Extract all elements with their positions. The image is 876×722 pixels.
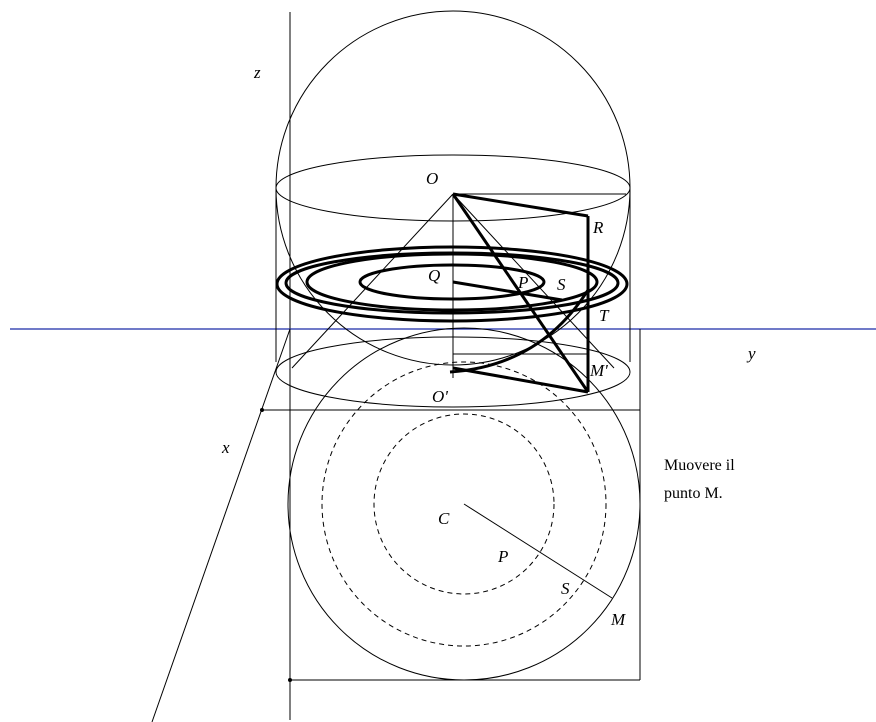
instruction-line-2: punto M.	[664, 485, 723, 502]
segment-Q-S	[452, 280, 563, 302]
label-M: M	[610, 610, 626, 629]
label-y: y	[746, 344, 756, 363]
ring-inner	[358, 263, 546, 301]
point-M-handle[interactable]	[607, 593, 617, 603]
plan-dashed-inner-circle	[373, 413, 555, 595]
label-O: O	[426, 169, 438, 188]
label-O-prime: O'	[432, 387, 448, 406]
plan-radius-C-M	[463, 503, 613, 599]
label-S: S	[557, 275, 566, 294]
label-R: R	[592, 218, 604, 237]
instruction-line-1: Muovere il	[664, 457, 735, 474]
plan-outer-circle	[287, 327, 641, 681]
label-P-plan: P	[497, 547, 508, 566]
segment-O-R	[452, 192, 589, 218]
label-Q: Q	[428, 266, 440, 285]
ring-outer	[275, 245, 629, 323]
label-z: z	[253, 63, 261, 82]
label-P: P	[517, 273, 528, 292]
cone-left-generator	[291, 193, 454, 369]
plan-point-top-left	[260, 408, 264, 412]
label-x: x	[221, 438, 230, 457]
label-T: T	[599, 306, 610, 325]
ring-outer-inner	[284, 251, 620, 315]
label-C: C	[438, 509, 450, 528]
label-S-plan: S	[561, 579, 570, 598]
ring-middle	[305, 252, 599, 312]
curve-Mprime	[449, 289, 590, 374]
label-M-prime: M'	[589, 361, 608, 380]
sphere-upper-arc	[275, 10, 631, 189]
segment-Oprime-Mprime	[452, 366, 589, 394]
x-axis	[151, 328, 291, 722]
plan-point-bottom-left	[288, 678, 292, 682]
plan-dashed-outer-circle	[321, 361, 607, 647]
